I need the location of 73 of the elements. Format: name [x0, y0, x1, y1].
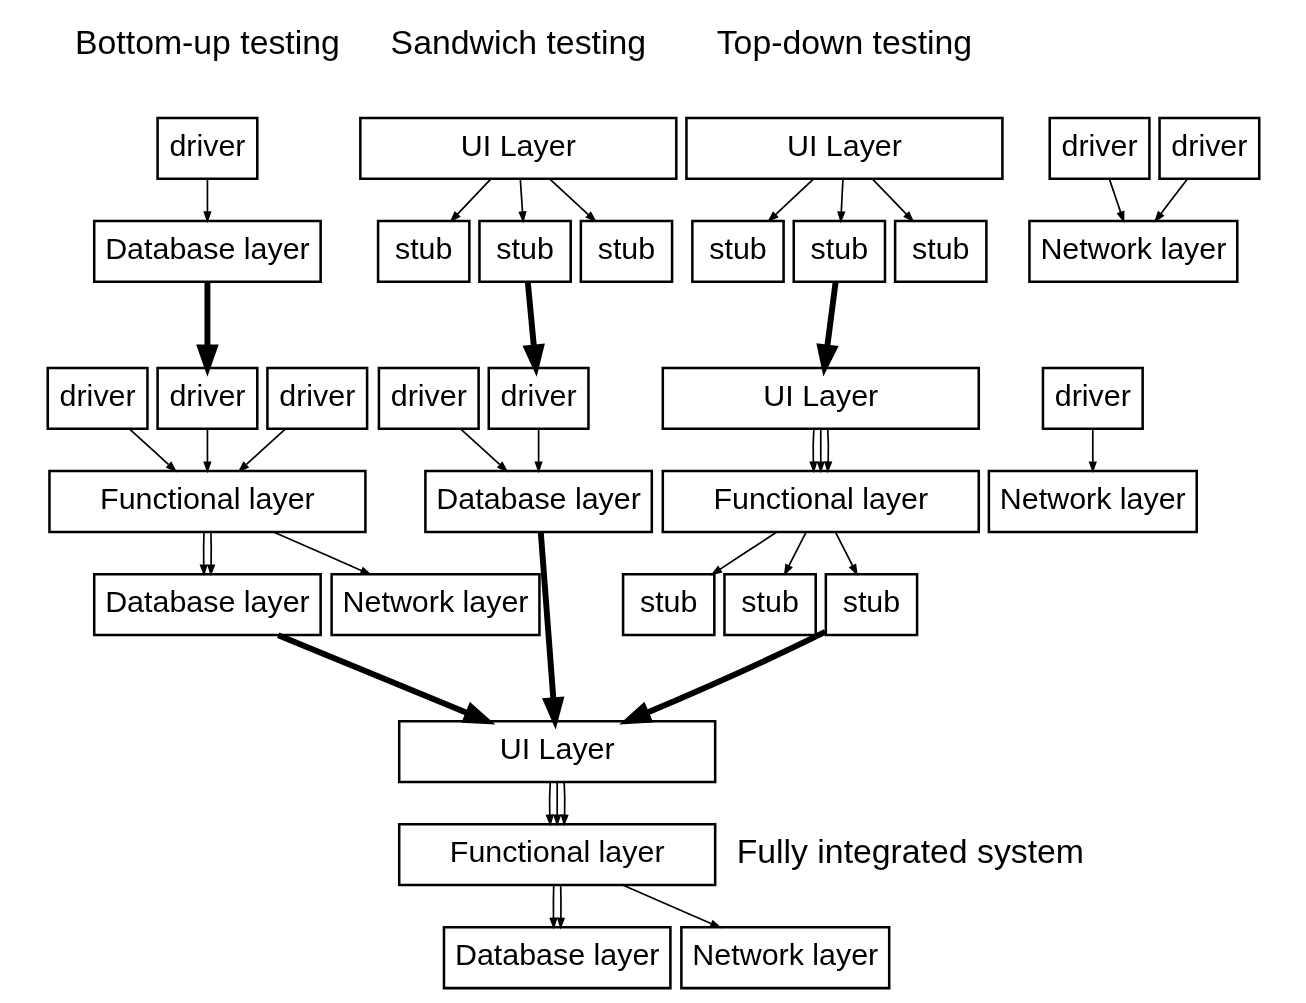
node-box: Functional layer — [397, 822, 716, 887]
arrow — [202, 428, 212, 474]
arrow — [548, 884, 558, 930]
node-box: stub — [722, 572, 817, 637]
node-box: driver — [377, 366, 480, 431]
node-box: stub — [477, 219, 572, 284]
node-box: UI Layer — [684, 116, 1004, 181]
node-box: Database layer — [92, 219, 322, 284]
arrow — [783, 531, 807, 577]
node-box: driver — [1047, 116, 1151, 181]
arrow — [1108, 178, 1124, 224]
arrow — [556, 884, 565, 930]
arrow — [206, 531, 215, 577]
arrow — [559, 781, 569, 827]
node-box: stub — [376, 219, 471, 284]
node-box: driver — [487, 366, 590, 431]
arrow — [621, 884, 722, 929]
arrow — [459, 428, 508, 473]
arrow — [522, 281, 545, 377]
node-box: Functional layer — [661, 469, 980, 534]
node-box: stub — [791, 219, 886, 284]
arrow — [834, 531, 858, 577]
node-box: UI Layer — [397, 719, 716, 784]
node-box: driver — [1041, 366, 1144, 431]
arrow — [1088, 428, 1097, 474]
arrow — [548, 178, 597, 223]
arrow — [766, 178, 814, 223]
arrow — [1153, 178, 1188, 223]
label: Fully integrated system — [736, 832, 1084, 871]
node-box: driver — [155, 116, 259, 181]
arrow — [816, 428, 825, 474]
arrow — [128, 428, 177, 473]
arrow — [815, 281, 839, 377]
node-box: stub — [893, 219, 988, 284]
node-box: stub — [824, 572, 918, 637]
arrow — [202, 178, 212, 224]
node-box: Database layer — [423, 469, 653, 534]
node-box: stub — [621, 572, 716, 637]
node-box: driver — [155, 366, 259, 431]
arrow — [552, 781, 561, 827]
node-box: driver — [46, 366, 149, 431]
node-box: Network layer — [1027, 219, 1239, 284]
arrow — [237, 428, 286, 473]
arrow — [545, 781, 554, 827]
arrow — [272, 531, 372, 576]
arrow — [195, 282, 219, 377]
node-box: driver — [1157, 116, 1260, 181]
label: Bottom-up testing — [74, 22, 340, 61]
label: Top-down testing — [716, 22, 972, 61]
arrow — [618, 629, 827, 725]
node-box: Network layer — [679, 926, 890, 990]
arrow — [449, 178, 492, 223]
arrow — [709, 531, 778, 576]
node-box: Database layer — [92, 572, 322, 637]
node-box: UI Layer — [661, 366, 980, 431]
label: Sandwich testing — [390, 22, 646, 61]
arrow — [870, 178, 914, 223]
node-box: Network layer — [329, 572, 541, 637]
node-box: Functional layer — [47, 469, 367, 534]
arrow — [823, 428, 832, 474]
arrow — [808, 428, 817, 474]
arrow — [517, 178, 527, 224]
node-box: stub — [690, 219, 785, 284]
node-box: Database layer — [442, 926, 672, 990]
arrow — [537, 531, 564, 730]
node-box: stub — [579, 219, 673, 284]
arrow — [836, 178, 845, 224]
arrow — [533, 428, 543, 474]
arrow — [276, 632, 495, 725]
arrow — [199, 531, 208, 577]
node-box: UI Layer — [358, 116, 678, 181]
node-box: Network layer — [987, 469, 1198, 534]
node-box: driver — [265, 366, 368, 431]
